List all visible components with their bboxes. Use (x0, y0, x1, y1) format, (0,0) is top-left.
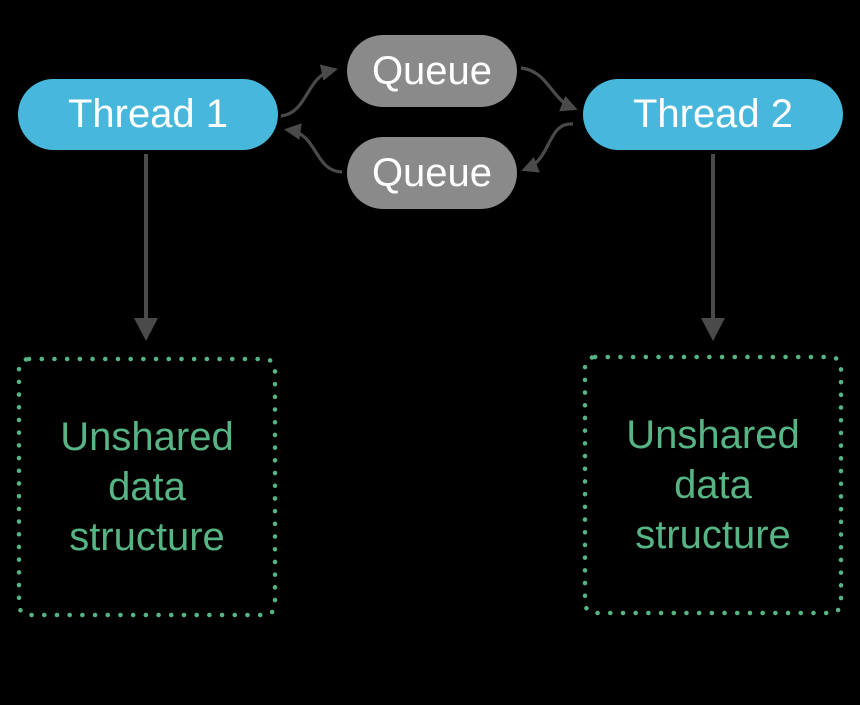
unshared-left-line2: data (108, 465, 186, 509)
unshared-right-line3: structure (635, 513, 791, 557)
arrow-thread2-to-unshared-right (701, 154, 725, 341)
arrow-thread1-to-unshared-left (134, 154, 158, 341)
thread-1-label: Thread 1 (67, 92, 229, 136)
unshared-right-border (582, 354, 844, 616)
node-thread-2: Thread 2 (583, 79, 843, 150)
queue-top-label: Queue (371, 48, 493, 93)
unshared-left-line3: structure (69, 515, 225, 559)
thread-2-label: Thread 2 (632, 92, 794, 136)
unshared-left-border (16, 356, 278, 618)
unshared-right-line1: Unshared (626, 413, 800, 457)
arrow-thread2-to-queue-bottom (521, 122, 574, 173)
arrow-thread1-to-queue-top (280, 64, 338, 118)
unshared-left-line1: Unshared (60, 415, 234, 459)
arrow-queue-bottom-to-thread1 (284, 123, 343, 174)
queue-bottom-label: Queue (371, 150, 493, 195)
unshared-right-line2: data (674, 463, 752, 507)
node-unshared-left: Unshared data structure (17, 357, 277, 617)
arrow-queue-top-to-thread2 (520, 66, 578, 112)
node-thread-1: Thread 1 (18, 79, 278, 150)
node-queue-top: Queue (347, 35, 517, 107)
node-unshared-right: Unshared data structure (583, 355, 843, 615)
node-queue-bottom: Queue (347, 137, 517, 209)
